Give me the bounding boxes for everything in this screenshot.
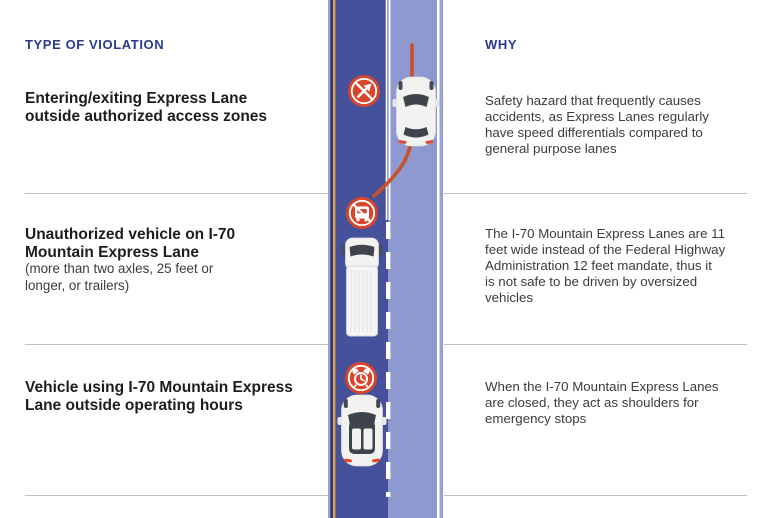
divider bbox=[444, 344, 747, 345]
violation-row-2: Unauthorized vehicle on I-70 Mountain Ex… bbox=[25, 226, 327, 295]
why-column-header: WHY bbox=[485, 37, 518, 52]
no-trucks-sign bbox=[346, 197, 378, 229]
amber-edge-line bbox=[333, 0, 336, 518]
violation-row-1: Entering/exiting Express Lane outside au… bbox=[25, 90, 327, 125]
divider bbox=[25, 344, 328, 345]
car-in-closed-express-lane bbox=[337, 394, 387, 467]
no-exit-arrow-sign bbox=[348, 75, 380, 107]
right-edge-strip bbox=[439, 0, 444, 518]
violation-title-1: Entering/exiting Express Lane outside au… bbox=[25, 90, 268, 125]
violation-title-3: Vehicle using I-70 Mountain Express Lane… bbox=[25, 379, 293, 414]
divider bbox=[444, 193, 747, 194]
clock-sign bbox=[345, 362, 377, 394]
why-text-3: When the I-70 Mountain Express Lanes are… bbox=[485, 379, 719, 426]
left-navy-border bbox=[330, 0, 333, 518]
divider bbox=[25, 495, 328, 496]
car-crossing-solid-line bbox=[392, 76, 440, 147]
double-solid-white-line bbox=[385, 0, 391, 220]
left-edge-strip bbox=[328, 0, 331, 518]
why-text-2: The I-70 Mountain Express Lanes are 11 f… bbox=[485, 226, 726, 305]
truck-in-express-lane bbox=[341, 237, 383, 337]
why-text-1: Safety hazard that frequently causes acc… bbox=[485, 93, 709, 156]
divider bbox=[444, 495, 747, 496]
divider bbox=[25, 193, 328, 194]
violation-note-2: (more than two axles, 25 feet or longer,… bbox=[25, 261, 214, 293]
violation-column-header: TYPE OF VIOLATION bbox=[25, 37, 165, 52]
road-illustration bbox=[328, 0, 444, 518]
violation-row-3: Vehicle using I-70 Mountain Express Lane… bbox=[25, 379, 327, 414]
violation-title-2: Unauthorized vehicle on I-70 Mountain Ex… bbox=[25, 226, 236, 261]
